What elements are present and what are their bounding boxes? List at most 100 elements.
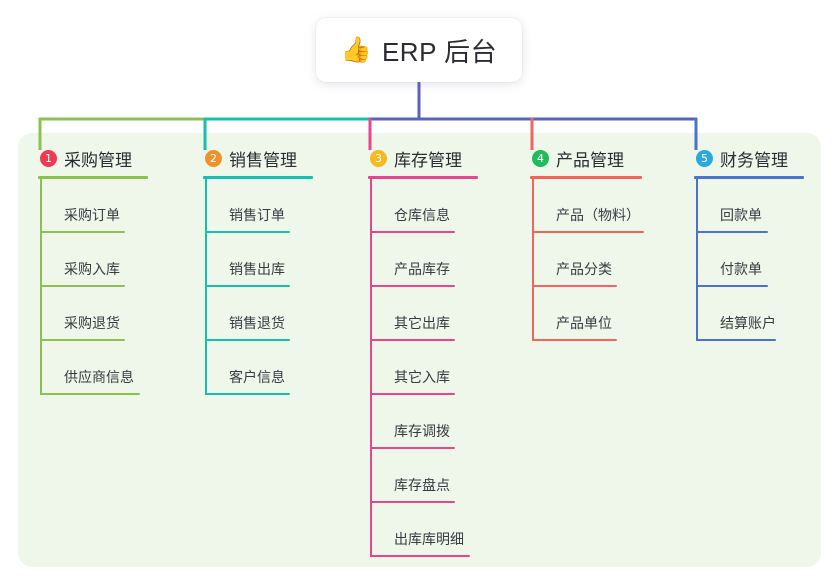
leaf-item[interactable]: 销售订单 [203,179,313,233]
leaf-item-underline [370,339,455,341]
branch-spine [40,179,42,395]
leaf-item-label: 销售出库 [229,261,285,277]
thumbs-up-icon: 👍 [340,35,372,64]
leaf-item[interactable]: 产品（物料） [530,179,644,233]
leaf-item-underline [532,285,617,287]
leaf-item-label: 出库库明细 [394,531,464,547]
leaf-item-underline [696,285,768,287]
leaf-item[interactable]: 库存调拨 [368,395,478,449]
leaf-item-label: 产品（物料） [556,207,640,223]
branch-underline [38,176,148,179]
leaf-item[interactable]: 供应商信息 [38,341,148,395]
leaf-item-label: 库存盘点 [394,477,450,493]
branches-panel [18,133,821,567]
branch-header-4[interactable]: 4 产品管理 [530,146,642,170]
branch-header-2[interactable]: 2 销售管理 [203,146,313,170]
leaf-item[interactable]: 付款单 [694,233,804,287]
branch-number-badge: 4 [532,149,549,167]
branch-column-1: 1 采购管理采购订单采购入库采购退货供应商信息 [38,146,148,395]
leaf-item-label: 销售订单 [229,207,285,223]
leaf-item-underline [532,231,644,233]
leaf-item-underline [370,447,455,449]
branch-spine [370,179,372,557]
branch-items: 仓库信息产品库存其它出库其它入库库存调拨库存盘点出库库明细 [368,179,478,557]
leaf-item-underline [532,339,617,341]
leaf-item-underline [205,285,290,287]
branch-column-2: 2 销售管理销售订单销售出库销售退货客户信息 [203,146,313,395]
branch-spine [205,179,207,395]
leaf-item-underline [40,339,125,341]
branch-items: 采购订单采购入库采购退货供应商信息 [38,179,148,395]
branch-title: 财务管理 [720,150,788,170]
branch-items: 产品（物料） 产品分类产品单位 [530,179,644,341]
leaf-item[interactable]: 采购订单 [38,179,148,233]
leaf-item-label: 采购入库 [64,261,120,277]
leaf-item-underline [205,231,290,233]
branch-title: 销售管理 [229,150,297,170]
branch-items: 回款单付款单结算账户 [694,179,804,341]
leaf-item-underline [696,339,776,341]
branch-column-4: 4 产品管理产品（物料） 产品分类产品单位 [530,146,644,341]
branch-header-1[interactable]: 1 采购管理 [38,146,148,170]
leaf-item-underline [40,231,125,233]
leaf-item[interactable]: 销售出库 [203,233,313,287]
leaf-item-label: 采购退货 [64,315,120,331]
leaf-item[interactable]: 库存盘点 [368,449,478,503]
leaf-item[interactable]: 客户信息 [203,341,313,395]
leaf-item[interactable]: 其它入库 [368,341,478,395]
leaf-item[interactable]: 销售退货 [203,287,313,341]
leaf-item-label: 产品分类 [556,261,612,277]
leaf-item-label: 采购订单 [64,207,120,223]
root-node-card[interactable]: 👍 ERP 后台 [316,18,522,82]
leaf-item-label: 结算账户 [720,315,776,331]
leaf-item-underline [205,393,290,395]
leaf-item-label: 回款单 [720,207,762,223]
leaf-item-underline [205,339,290,341]
branch-items: 销售订单销售出库销售退货客户信息 [203,179,313,395]
branch-number-badge: 2 [205,149,222,167]
branch-title: 采购管理 [64,150,132,170]
branch-column-3: 3 库存管理仓库信息产品库存其它出库其它入库库存调拨库存盘点出库库明细 [368,146,478,557]
leaf-item[interactable]: 产品单位 [530,287,642,341]
branch-underline [368,176,478,179]
leaf-item[interactable]: 其它出库 [368,287,478,341]
leaf-item-label: 供应商信息 [64,369,134,385]
branch-underline [694,176,804,179]
leaf-item-label: 客户信息 [229,369,285,385]
branch-number-badge: 1 [40,149,57,167]
leaf-item[interactable]: 产品库存 [368,233,478,287]
branch-title: 库存管理 [394,150,462,170]
leaf-item-underline [40,393,140,395]
root-node-title: ERP 后台 [381,36,498,67]
branch-number-badge: 5 [696,149,713,167]
branch-header-3[interactable]: 3 库存管理 [368,146,478,170]
leaf-item-label: 付款单 [720,261,762,277]
branch-number-badge: 3 [370,149,387,167]
branch-underline [530,176,642,179]
leaf-item-underline [370,285,455,287]
leaf-item[interactable]: 仓库信息 [368,179,478,233]
branch-header-5[interactable]: 5 财务管理 [694,146,804,170]
leaf-item[interactable]: 回款单 [694,179,804,233]
leaf-item[interactable]: 采购入库 [38,233,148,287]
leaf-item[interactable]: 采购退货 [38,287,148,341]
leaf-item-label: 产品单位 [556,315,612,331]
leaf-item-underline [370,231,455,233]
leaf-item[interactable]: 产品分类 [530,233,642,287]
leaf-item-underline [370,393,455,395]
leaf-item-label: 仓库信息 [394,207,450,223]
leaf-item[interactable]: 结算账户 [694,287,804,341]
branch-column-5: 5 财务管理回款单付款单结算账户 [694,146,804,341]
leaf-item-underline [370,555,470,557]
leaf-item-label: 产品库存 [394,261,450,277]
leaf-item-label: 销售退货 [229,315,285,331]
leaf-item[interactable]: 出库库明细 [368,503,478,557]
branch-underline [203,176,313,179]
leaf-item-label: 库存调拨 [394,423,450,439]
branch-title: 产品管理 [556,150,624,170]
leaf-item-underline [370,501,455,503]
leaf-item-label: 其它入库 [394,369,450,385]
branch-spine [532,179,534,341]
branch-spine [696,179,698,341]
